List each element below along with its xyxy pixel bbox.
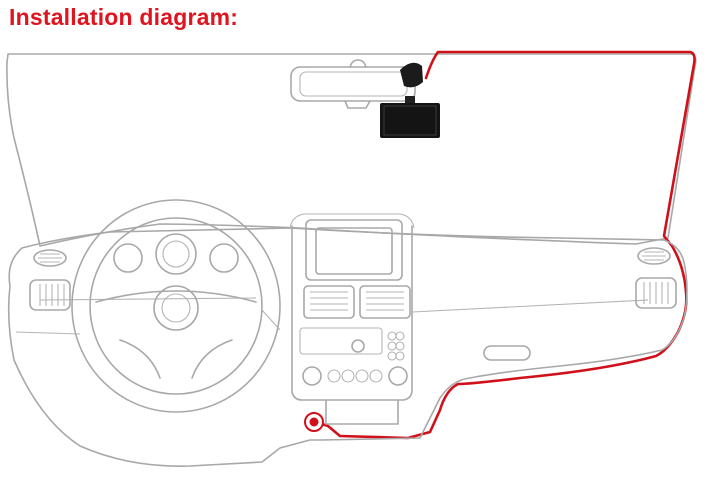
glovebox-handle [483,345,531,361]
right-speaker-grille [637,247,671,265]
rear-view-mirror [290,59,416,109]
left-air-vent [29,279,71,311]
windshield-outline [6,53,697,247]
diagram-title: Installation diagram: [9,4,239,30]
left-speaker-grille [33,249,67,267]
dash-camera [380,96,440,138]
dashboard-outline [7,227,688,467]
power-cable-route [314,50,696,440]
center-console [291,219,413,425]
gauge-cluster [113,233,239,275]
right-air-vent [635,277,677,309]
mirror-mount [400,62,423,88]
cigarette-lighter-socket [304,412,324,432]
steering-wheel [71,199,281,413]
